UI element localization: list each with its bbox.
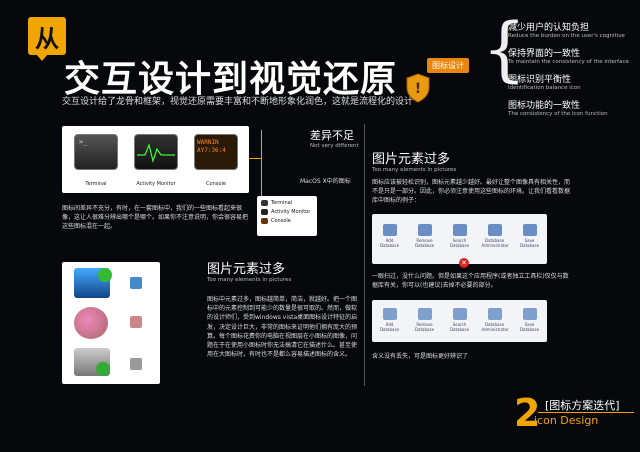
toolbar-button-add[interactable]: Add Database (377, 224, 403, 248)
brace-divider: { (482, 8, 527, 90)
section-title-text: 图片元素过多 (207, 262, 286, 277)
toolbar-button-save[interactable]: Save Database (517, 308, 543, 332)
goal-cn: 减少用户的认知负担 (508, 23, 590, 33)
check-badge-icon (96, 362, 110, 376)
column-divider (364, 124, 365, 386)
toolbar-label: Search Database (449, 238, 470, 248)
terminal-caption: Terminal (85, 181, 107, 187)
activity-monitor-icon (134, 134, 178, 170)
toolbar-label: Database Administrator (481, 238, 509, 248)
toolbar-label: Add Database (379, 238, 400, 248)
goal-cn: 保持界面的一致性 (508, 49, 581, 59)
toolbar-row: Add Database Remove Database Search Data… (372, 300, 547, 332)
chapter-badge-text: 从 (35, 24, 59, 53)
macos-callout-label: MacOS X中的图标 (300, 178, 351, 185)
goal-en: Reduce the burden on the user's cognitiv… (508, 33, 625, 39)
toolbar-label: Remove Database (414, 322, 435, 332)
goal-cn: 图标识别平衡性 (508, 75, 572, 85)
toolbar-panel-full: Add Database Remove Database Search Data… (372, 214, 547, 264)
toolbar-label: Save Database (519, 322, 540, 332)
section-body-difference: 图标间差异不充分，有时，在一套图标中，我们的一些图标看起来很像，这让人很难分辨出… (62, 205, 249, 231)
mac-icons-panel: >_ WARNIN AY7:36:4 Terminal Activity Mon… (62, 126, 249, 193)
printer-small-icon (130, 358, 142, 370)
console-icon: WARNIN AY7:36:4 (194, 134, 238, 170)
footer-line (538, 412, 634, 413)
footer-title: icon Design (534, 414, 599, 427)
toolbar-label: Database Administrator (481, 322, 509, 332)
page-title: 交互设计到视觉还原 (64, 59, 398, 100)
network-computer-small-icon (130, 277, 142, 289)
section-title-en: Not very different (310, 143, 359, 149)
vista-icons-panel (62, 262, 160, 384)
toolbar-button-search[interactable]: Search Database (447, 224, 473, 248)
toolbar-button-remove[interactable]: Remove Database (412, 224, 438, 248)
section-body-bottom: 含义没有丢失，可是图标更好辨识了 (372, 353, 469, 360)
section-body-elements-right: 图标应该被轻松识别，图标元素越少越好。最好让整个图像具有相关性，而不是只是一部分… (372, 179, 571, 205)
toolbar-button-remove[interactable]: Remove Database (412, 308, 438, 332)
shield-warning-icon: ! (405, 73, 431, 107)
users-group-small-icon (130, 316, 142, 328)
console-caption: Console (206, 181, 226, 187)
footer-number: 2 (514, 391, 541, 435)
terminal-icon: >_ (74, 134, 118, 170)
section-body-elements-left: 图标中元素过多，图标越简单，简洁，就越好。把一个图标中的元素控制到可能少的数量是… (207, 296, 358, 359)
goal-en: To maintain the consistency of the inter… (508, 59, 629, 65)
toolbar-button-admin[interactable]: Database Administrator (481, 224, 509, 248)
list-item: Terminal (261, 200, 313, 206)
svg-text:!: ! (415, 81, 421, 97)
toolbar-button-add[interactable]: Add Database (377, 308, 403, 332)
goal-en: The consistency of the icon function (508, 111, 608, 117)
list-item: Console (261, 218, 313, 224)
sync-badge-icon (98, 268, 112, 282)
toolbar-panel-simplified: Add Database Remove Database Search Data… (372, 300, 547, 342)
toolbar-label: Remove Database (414, 238, 435, 248)
icon-design-tag: 图标设计 (427, 58, 469, 73)
users-group-icon (74, 307, 108, 339)
list-item-label: Activity Monitor (271, 209, 311, 215)
list-item: Activity Monitor (261, 209, 313, 215)
console-screen-text: WARNIN AY7:36:4 (197, 139, 226, 154)
page-subtitle: 交互设计给了龙骨和框架，视觉还原需要丰富和不断地形象化润色，这就是流程化的设计 (62, 97, 414, 107)
list-item-label: Terminal (271, 200, 293, 206)
callout-line (249, 158, 261, 159)
section-title-en: Too many elements in pictures (372, 167, 457, 173)
activity-monitor-caption: Activity Monitor (136, 181, 176, 187)
chapter-badge: 从 (28, 17, 66, 61)
goal-cn: 图标功能的一致性 (508, 101, 581, 111)
toolbar-label: Add Database (379, 322, 400, 332)
toolbar-button-admin[interactable]: Database Administrator (481, 308, 509, 332)
toolbar-button-save[interactable]: Save Database (517, 224, 543, 248)
list-item-label: Console (271, 218, 291, 224)
section-title-en: Too many elements in pictures (207, 277, 292, 283)
toolbar-row: Add Database Remove Database Search Data… (372, 214, 547, 248)
section-title-text: 图片元素过多 (372, 152, 451, 167)
section-body-mid: 一眼扫过，没什么问题。但是如果这个应用程序(或者独立工具栏)仅仅与数据库有关，你… (372, 273, 569, 290)
callout-line (261, 130, 262, 196)
reject-icon: ✕ (459, 258, 469, 268)
toolbar-label: Search Database (449, 322, 470, 332)
goal-en: Identification balance icon (508, 85, 581, 91)
section-title-text: 差异不足 (310, 129, 354, 142)
mac-list-panel: Terminal Activity Monitor Console (257, 196, 317, 236)
toolbar-button-search[interactable]: Search Database (447, 308, 473, 332)
toolbar-label: Save Database (519, 238, 540, 248)
footer-tag: [图标方案迭代] (545, 399, 620, 412)
